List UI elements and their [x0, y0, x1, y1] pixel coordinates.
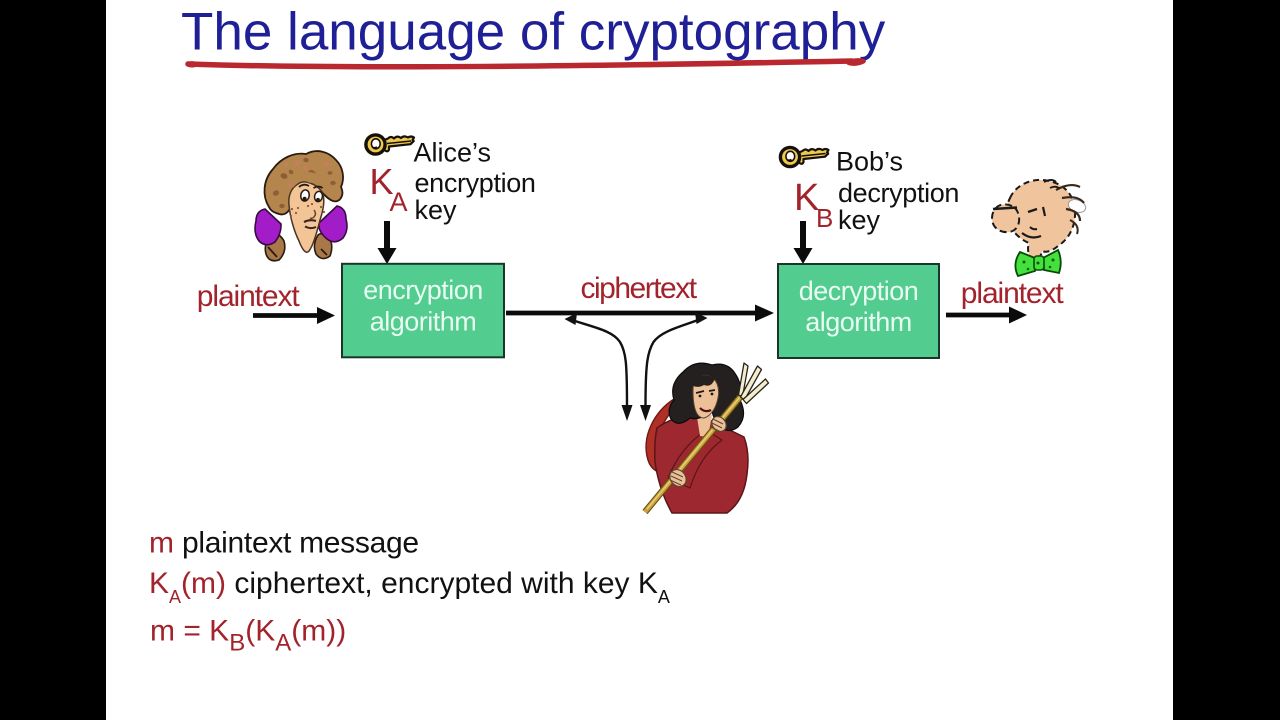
svg-text:Bob’s: Bob’s: [836, 147, 903, 177]
svg-text:KA(m) ciphertext, encrypted wi: KA(m) ciphertext, encrypted with key KA: [149, 567, 670, 607]
svg-text:key: key: [415, 195, 458, 225]
svg-text:key: key: [838, 205, 881, 235]
svg-text:A: A: [390, 187, 408, 217]
svg-text:Alice’s: Alice’s: [414, 138, 492, 168]
svg-text:plaintext: plaintext: [961, 277, 1065, 310]
svg-text:plaintext: plaintext: [197, 280, 301, 313]
svg-text:ciphertext: ciphertext: [581, 272, 698, 305]
svg-text:decryption: decryption: [838, 178, 959, 208]
svg-text:m plaintext message: m plaintext message: [149, 527, 419, 560]
svg-text:B: B: [816, 203, 833, 233]
svg-text:encryption: encryption: [363, 275, 483, 305]
svg-text:The language of cryptography: The language of cryptography: [181, 2, 886, 61]
svg-text:algorithm: algorithm: [370, 307, 477, 337]
svg-text:algorithm: algorithm: [805, 307, 912, 337]
svg-text:decryption: decryption: [799, 276, 919, 306]
svg-text:K: K: [794, 177, 819, 219]
svg-text:encryption: encryption: [415, 168, 536, 198]
svg-text:K: K: [370, 161, 394, 202]
svg-text:m = KB(KA(m)): m = KB(KA(m)): [150, 615, 346, 657]
